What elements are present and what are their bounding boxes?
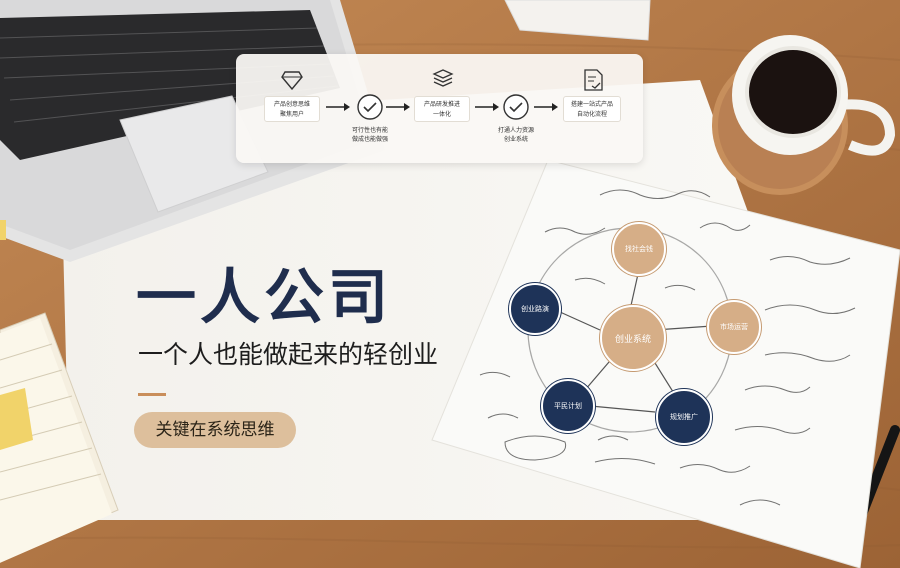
left-notebook <box>0 220 119 563</box>
check-label-2: 打通人力资源 创业系统 <box>497 127 534 143</box>
check-circle-icon <box>357 94 383 120</box>
diagram-center-node: 创业系统 <box>600 305 666 371</box>
accent-divider <box>138 393 166 396</box>
check-label-1: 可行性也有能 做成也能做强 <box>351 127 388 143</box>
coffee-cup <box>712 35 896 195</box>
diagram-node-right: 市场运营 <box>707 300 761 354</box>
diamond-icon <box>281 71 303 90</box>
arrow-right-icon <box>386 103 410 111</box>
stack-layers-icon <box>432 69 454 87</box>
diagram-node-top: 找社会钱 <box>612 222 666 276</box>
flow-step-1: 产品创意思维 聚焦用户 <box>264 96 320 122</box>
diagram-node-bottom-left: 平民计划 <box>541 379 595 433</box>
page-subtitle: 一个人也能做起来的轻创业 <box>138 340 439 369</box>
flow-step-2: 产品研发推进 一体化 <box>414 96 470 122</box>
flow-step-3: 搭建一站式产品 自动化流程 <box>563 96 621 122</box>
diagram-paper <box>431 159 900 568</box>
diagram-node-left: 创业路演 <box>509 283 561 335</box>
arrow-right-icon <box>475 103 499 111</box>
diagram-node-bottom-right: 规划推广 <box>656 389 712 445</box>
document-check-icon <box>584 69 603 91</box>
arrow-right-icon <box>326 103 350 111</box>
page-title: 一人公司 <box>136 263 392 333</box>
flow-panel: 产品创意思维 聚焦用户 可行性也有能 做成也能做强 产品研发推进 一体化 打通人… <box>236 54 643 163</box>
key-tag-pill: 关键在系统思维 <box>134 412 296 448</box>
notebook-top <box>504 0 651 41</box>
check-circle-icon <box>503 94 529 120</box>
arrow-right-icon <box>534 103 558 111</box>
